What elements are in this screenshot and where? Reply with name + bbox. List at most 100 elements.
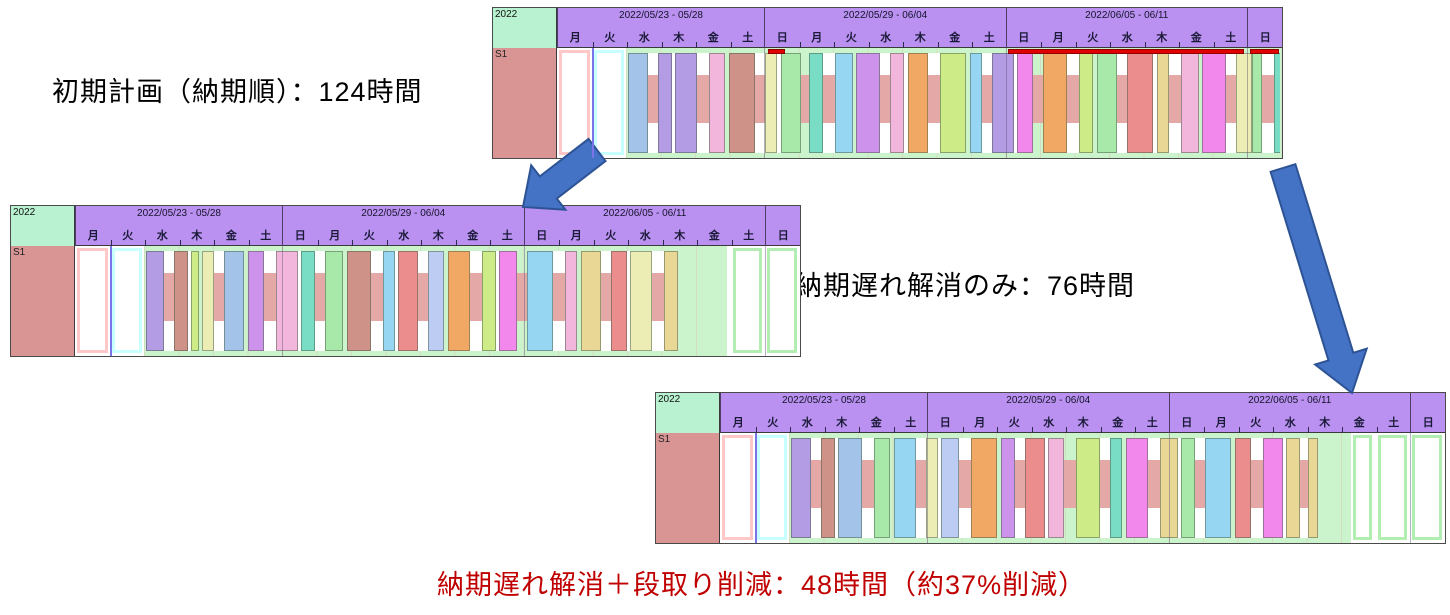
gap-segment [835, 438, 838, 538]
empty-day-cell [756, 435, 787, 540]
time-cursor-line [754, 433, 757, 543]
operation-bar [971, 438, 997, 538]
operation-bar [970, 53, 982, 153]
setup-band [652, 273, 664, 321]
operation-strip [146, 251, 725, 351]
setup-band [1195, 460, 1205, 508]
week-boundary-line [1168, 433, 1170, 543]
setup-band [371, 273, 383, 321]
work-region [144, 246, 728, 356]
day-tick [1238, 427, 1240, 433]
operation-bar [1181, 53, 1199, 153]
day-label: 日 [939, 417, 951, 429]
day-labels: 月火水木金土 [76, 229, 283, 246]
operation-bar [1286, 438, 1300, 538]
day-tick [490, 240, 491, 246]
day-tick [455, 240, 457, 246]
day-label: 木 [914, 32, 926, 44]
day-label: 金 [708, 230, 720, 242]
setup-band [1033, 75, 1043, 123]
setup-band [880, 75, 890, 123]
setup-band [553, 273, 565, 321]
setup-segment [823, 53, 835, 153]
empty-day-cell [559, 50, 590, 155]
day-label: 月 [811, 32, 823, 44]
week-title: 2022/05/23 - 05/28 [137, 208, 221, 219]
late-delivery-marker [1249, 49, 1279, 54]
operation-bar [1048, 438, 1064, 538]
day-label: 木 [674, 230, 686, 242]
gap-segment [777, 53, 781, 153]
operation-bar [1097, 53, 1117, 153]
operation-bar [248, 251, 264, 351]
week-title: 2022/06/05 - 06/11 [603, 208, 687, 219]
gap-segment [672, 53, 675, 153]
day-label: 金 [1353, 417, 1365, 429]
setup-segment [315, 251, 325, 351]
day-tick [386, 240, 388, 246]
day-tick [1179, 42, 1180, 48]
gap-segment [627, 251, 630, 351]
operation-bar [630, 251, 652, 351]
operation-bar [1126, 438, 1148, 538]
setup-segment [517, 251, 527, 351]
day-labels: 日月火水木金土 [928, 416, 1170, 433]
caption-delay-resolved-only: 納期遅れ解消のみ：76時間 [795, 271, 1136, 301]
week-title: 2022/05/29 - 06/04 [1006, 395, 1091, 406]
day-label: 月 [1052, 32, 1064, 44]
setup-segment [1148, 438, 1160, 538]
setup-band [928, 75, 940, 123]
empty-day-cell [593, 50, 624, 155]
operation-bar [301, 251, 315, 351]
operation-bar [398, 251, 418, 351]
operation-bar [729, 53, 755, 153]
week-boundary-line [282, 246, 283, 356]
setup-segment [1251, 438, 1263, 538]
operation-bar [658, 53, 672, 153]
day-label: 月 [87, 230, 99, 242]
setup-segment [1033, 53, 1043, 153]
operation-bar [1181, 438, 1195, 538]
day-tick [1100, 427, 1102, 433]
week-boundary-line [1410, 433, 1411, 543]
empty-day-cell [1377, 435, 1407, 540]
day-tick [697, 240, 698, 246]
day-tick [1041, 42, 1042, 48]
resource-label: S1 [656, 433, 720, 543]
setup-segment [1169, 53, 1181, 153]
day-tick [661, 42, 663, 48]
setup-band [214, 273, 224, 321]
day-tick [662, 240, 664, 246]
day-label: 日 [294, 230, 306, 242]
day-label: 木 [1156, 32, 1168, 44]
operation-bar [1160, 438, 1178, 538]
gap-segment [1283, 438, 1286, 538]
day-label: 水 [156, 230, 168, 242]
day-label: 月 [974, 417, 986, 429]
day-labels: 日 [1248, 31, 1283, 48]
day-tick [317, 240, 319, 246]
work-region [789, 433, 1352, 543]
day-labels: 日 [766, 229, 801, 246]
operation-bar [1308, 438, 1318, 538]
setup-band [315, 273, 325, 321]
setup-segment [862, 438, 874, 538]
setup-segment [1117, 53, 1127, 153]
year-cell: 2022 [493, 8, 557, 48]
operation-bar [664, 251, 678, 351]
operation-bar [1025, 438, 1045, 538]
setup-band [1300, 460, 1308, 508]
work-region [626, 48, 1282, 158]
setup-band [811, 460, 821, 508]
day-tick [214, 240, 215, 246]
operation-bar [874, 438, 890, 538]
empty-day-cell [767, 248, 797, 353]
operation-bar [581, 251, 601, 351]
setup-band [1226, 75, 1236, 123]
day-label: 水 [638, 32, 650, 44]
week-title: 2022/05/29 - 06/04 [843, 10, 928, 21]
